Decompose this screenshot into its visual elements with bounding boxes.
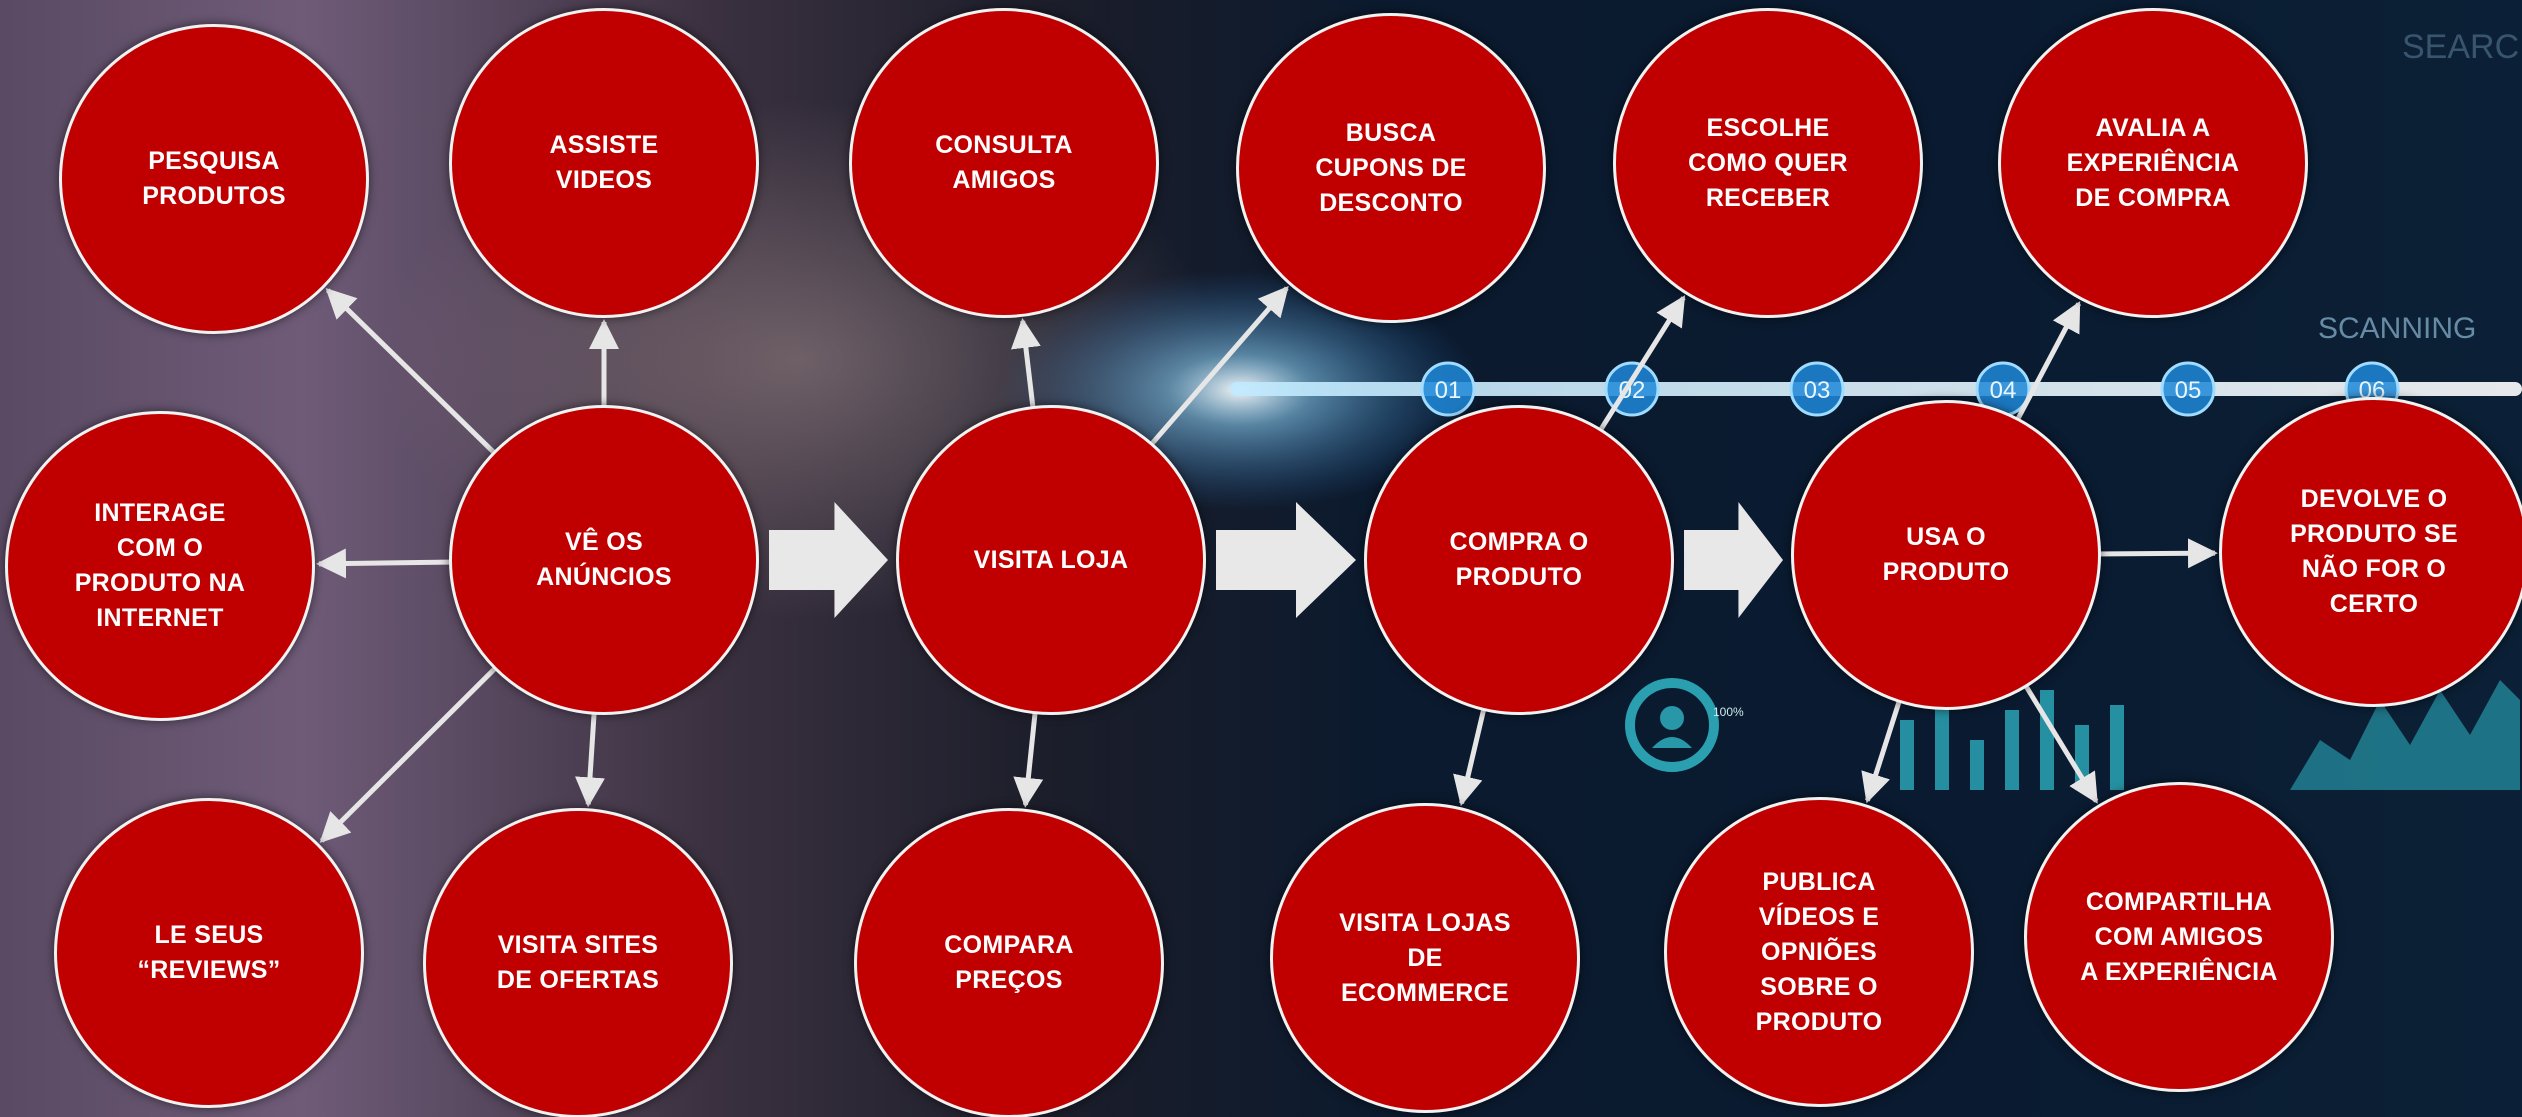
node-le: LE SEUS“REVIEWS”	[54, 798, 364, 1108]
edge-lines	[315, 285, 2219, 843]
node-label: VISITA LOJA	[973, 545, 1129, 574]
edge-visita_loja-to-busca	[1145, 285, 1289, 451]
edge-ve-to-pesquisa	[325, 288, 501, 460]
node-label: LE SEUS“REVIEWS”	[137, 921, 281, 984]
edge-usa-to-publica	[1861, 694, 1904, 804]
timeline-marker	[1420, 361, 1476, 417]
flow-arrows	[769, 502, 1783, 618]
gauge-percent: 100%	[1713, 705, 1744, 719]
edge-visita_loja-to-consulta	[1010, 317, 1041, 415]
timeline-marker-label: 05	[2175, 377, 2202, 404]
flow-arrow-visita_loja-to-compra	[1216, 502, 1356, 618]
edge-ve-to-visita_sites	[575, 706, 605, 808]
edge-usa-to-devolve	[2092, 538, 2219, 569]
timeline-marker	[2160, 361, 2216, 417]
timeline-marker-label: 03	[1804, 377, 1831, 404]
edge-usa-to-compartilha	[2020, 679, 2099, 804]
timeline-marker-label: 01	[1435, 377, 1462, 404]
area-graphic	[2290, 680, 2520, 790]
edge-ve-to-le	[319, 661, 502, 843]
search-label: SEARC	[2402, 28, 2519, 66]
edge-visita_loja-to-compara	[1013, 705, 1044, 808]
node-visita-loja: VISITA LOJA	[896, 405, 1206, 715]
timeline-marker	[1789, 361, 1845, 417]
user-gauge: 100%	[1625, 678, 1744, 772]
edge-usa-to-avalia	[2012, 300, 2081, 427]
flow-arrow-compra-to-usa	[1684, 502, 1783, 618]
edge-compra-to-visita_lojas	[1453, 702, 1488, 807]
flow-arrow-ve-to-visita_loja	[769, 502, 888, 618]
timeline-marker-label: 04	[1990, 377, 2017, 404]
edge-ve-to-interage	[315, 548, 458, 579]
scanning-label: SCANNING	[2318, 312, 2476, 345]
edge-compra-to-escolhe	[1594, 295, 1686, 437]
